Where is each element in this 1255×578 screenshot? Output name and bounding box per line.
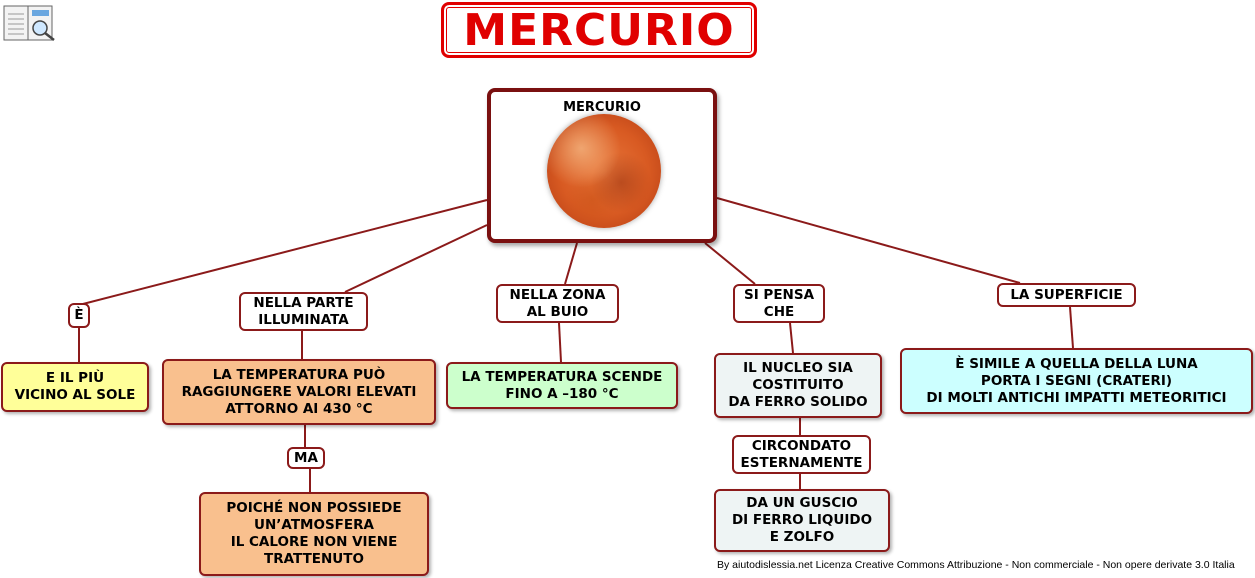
- node-poiche-atmosfera: POICHÉ NON POSSIEDE UN’ATMOSFERA IL CALO…: [199, 492, 429, 576]
- center-node: MERCURIO: [487, 88, 717, 243]
- node-circondato: CIRCONDATO ESTERNAMENTE: [732, 435, 871, 474]
- node-nucleo: IL NUCLEO SIA COSTITUITO DA FERRO SOLIDO: [714, 353, 882, 418]
- node-si-pensa-che: SI PENSA CHE: [733, 284, 825, 323]
- node-temperatura-alta: LA TEMPERATURA PUÒ RAGGIUNGERE VALORI EL…: [162, 359, 436, 425]
- node-nella-parte-illuminata: NELLA PARTE ILLUMINATA: [239, 292, 368, 331]
- node-temperatura-bassa: LA TEMPERATURA SCENDE FINO A –180 °C: [446, 362, 678, 409]
- node-guscio: DA UN GUSCIO DI FERRO LIQUIDO E ZOLFO: [714, 489, 890, 552]
- node-la-superficie: LA SUPERFICIE: [997, 283, 1136, 307]
- node-ma: MA: [287, 447, 325, 469]
- link-superficie-simile: [1069, 306, 1074, 349]
- link-center-zona: [564, 242, 578, 285]
- link-center-parte: [344, 224, 488, 293]
- book-logo-icon: [3, 5, 55, 41]
- mercury-planet-image: [547, 114, 661, 228]
- node-e: È: [68, 303, 90, 328]
- link-zona-temp: [558, 322, 562, 363]
- link-center-e: [78, 199, 488, 306]
- page-title: MERCURIO: [463, 4, 735, 56]
- license-credit: By aiutodislessia.net Licenza Creative C…: [717, 559, 1235, 571]
- center-node-label: MERCURIO: [563, 100, 641, 115]
- title-box: MERCURIO: [441, 2, 757, 58]
- node-vicino-al-sole: E IL PIÙ VICINO AL SOLE: [1, 362, 149, 412]
- node-nella-zona-al-buio: NELLA ZONA AL BUIO: [496, 284, 619, 323]
- node-simile-luna: È SIMILE A QUELLA DELLA LUNA PORTA I SEG…: [900, 348, 1253, 414]
- link-pensa-nucleo: [789, 322, 794, 354]
- link-center-superficie: [716, 197, 1021, 284]
- link-center-pensa: [704, 242, 756, 285]
